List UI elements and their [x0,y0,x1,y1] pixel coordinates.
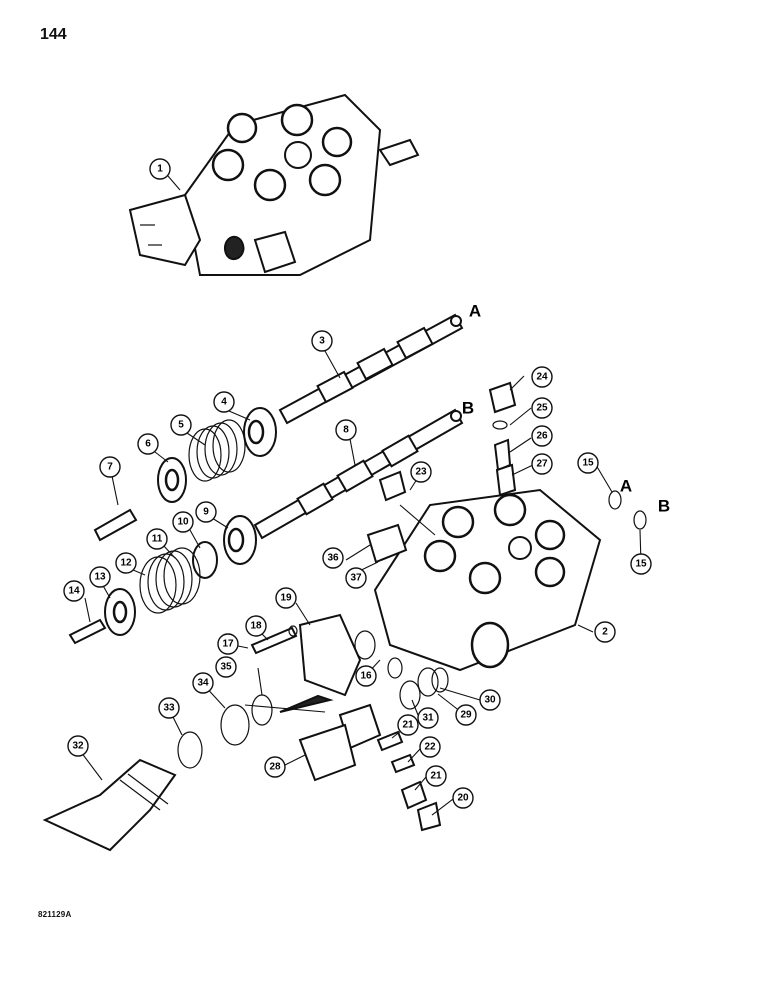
svg-text:7: 7 [107,462,113,473]
svg-text:8: 8 [343,425,349,436]
callout-6: 6 [137,433,159,455]
svg-text:11: 11 [152,534,163,545]
assembled-valve [128,93,420,276]
callout-31: 31 [417,707,439,729]
relief-components [42,381,647,852]
callout-4: 4 [213,391,235,413]
callout-23: 23 [410,461,432,483]
svg-text:21: 21 [402,720,414,731]
callout-15-lower: 15 [630,553,652,575]
svg-text:12: 12 [120,558,132,569]
svg-text:25: 25 [536,403,548,414]
callout-8: 8 [335,419,357,441]
svg-text:16: 16 [360,671,372,682]
callout-11: 11 [146,528,168,550]
callout-13: 13 [89,566,111,588]
svg-text:22: 22 [424,742,436,753]
svg-text:9: 9 [203,507,209,518]
callout-3: 3 [311,330,333,352]
callout-10: 10 [172,511,194,533]
callout-33: 33 [158,697,180,719]
svg-text:17: 17 [222,639,234,650]
figure-code: 821129A [38,910,72,919]
svg-text:21: 21 [430,771,442,782]
callout-9: 9 [195,501,217,523]
callout-16: 16 [355,665,377,687]
svg-text:33: 33 [163,703,175,714]
callout-32: 32 [67,735,89,757]
svg-text:15: 15 [582,458,594,469]
callout-27: 27 [531,453,553,475]
callout-21-lower: 21 [425,765,447,787]
callout-24: 24 [531,366,553,388]
spring-stack-upper [93,407,277,542]
svg-text:5: 5 [178,420,184,431]
callout-26: 26 [531,425,553,447]
callout-22: 22 [419,736,441,758]
callout-20: 20 [452,787,474,809]
callout-34: 34 [192,672,214,694]
callout-5: 5 [170,414,192,436]
svg-text:34: 34 [197,678,209,689]
letter-a-spool: A [469,302,481,321]
callout-25: 25 [531,397,553,419]
svg-text:24: 24 [536,372,548,383]
callout-36: 36 [322,547,344,569]
callout-19: 19 [275,587,297,609]
callout-14: 14 [63,580,85,602]
callout-17: 17 [217,633,239,655]
page-number: 144 [40,26,67,43]
svg-text:27: 27 [536,459,548,470]
svg-text:6: 6 [145,439,151,450]
callout-21-upper: 21 [397,714,419,736]
letter-b-body: B [658,497,670,516]
svg-text:26: 26 [536,431,548,442]
svg-text:18: 18 [250,621,262,632]
svg-text:30: 30 [484,695,496,706]
svg-text:23: 23 [415,467,427,478]
svg-text:29: 29 [460,710,472,721]
svg-text:2: 2 [602,627,608,638]
callout-30: 30 [479,689,501,711]
letter-a-body: A [620,477,632,496]
svg-text:35: 35 [220,662,232,673]
callout-18: 18 [245,615,267,637]
svg-text:36: 36 [327,553,339,564]
letter-b-spool: B [462,399,474,418]
callout-37: 37 [345,567,367,589]
valve-body [373,488,602,672]
callout-1: 1 [149,158,171,180]
svg-text:31: 31 [422,713,434,724]
callout-15-upper: 15 [577,452,599,474]
spool-b [253,408,464,540]
callout-28: 28 [264,756,286,778]
svg-text:15: 15 [635,559,647,570]
callout-12: 12 [115,552,137,574]
spool-a [278,313,464,425]
svg-text:1: 1 [157,164,163,175]
svg-text:19: 19 [280,593,292,604]
svg-text:10: 10 [177,517,189,528]
svg-text:4: 4 [221,397,227,408]
svg-text:28: 28 [269,762,281,773]
callout-35: 35 [215,656,237,678]
svg-text:3: 3 [319,336,325,347]
callout-2: 2 [594,621,616,643]
callout-29: 29 [455,704,477,726]
svg-text:32: 32 [72,741,84,752]
spring-stack-lower [68,515,257,645]
callout-7: 7 [99,456,121,478]
svg-text:20: 20 [457,793,469,804]
svg-text:13: 13 [94,572,106,583]
svg-text:37: 37 [350,573,362,584]
svg-text:14: 14 [68,586,80,597]
